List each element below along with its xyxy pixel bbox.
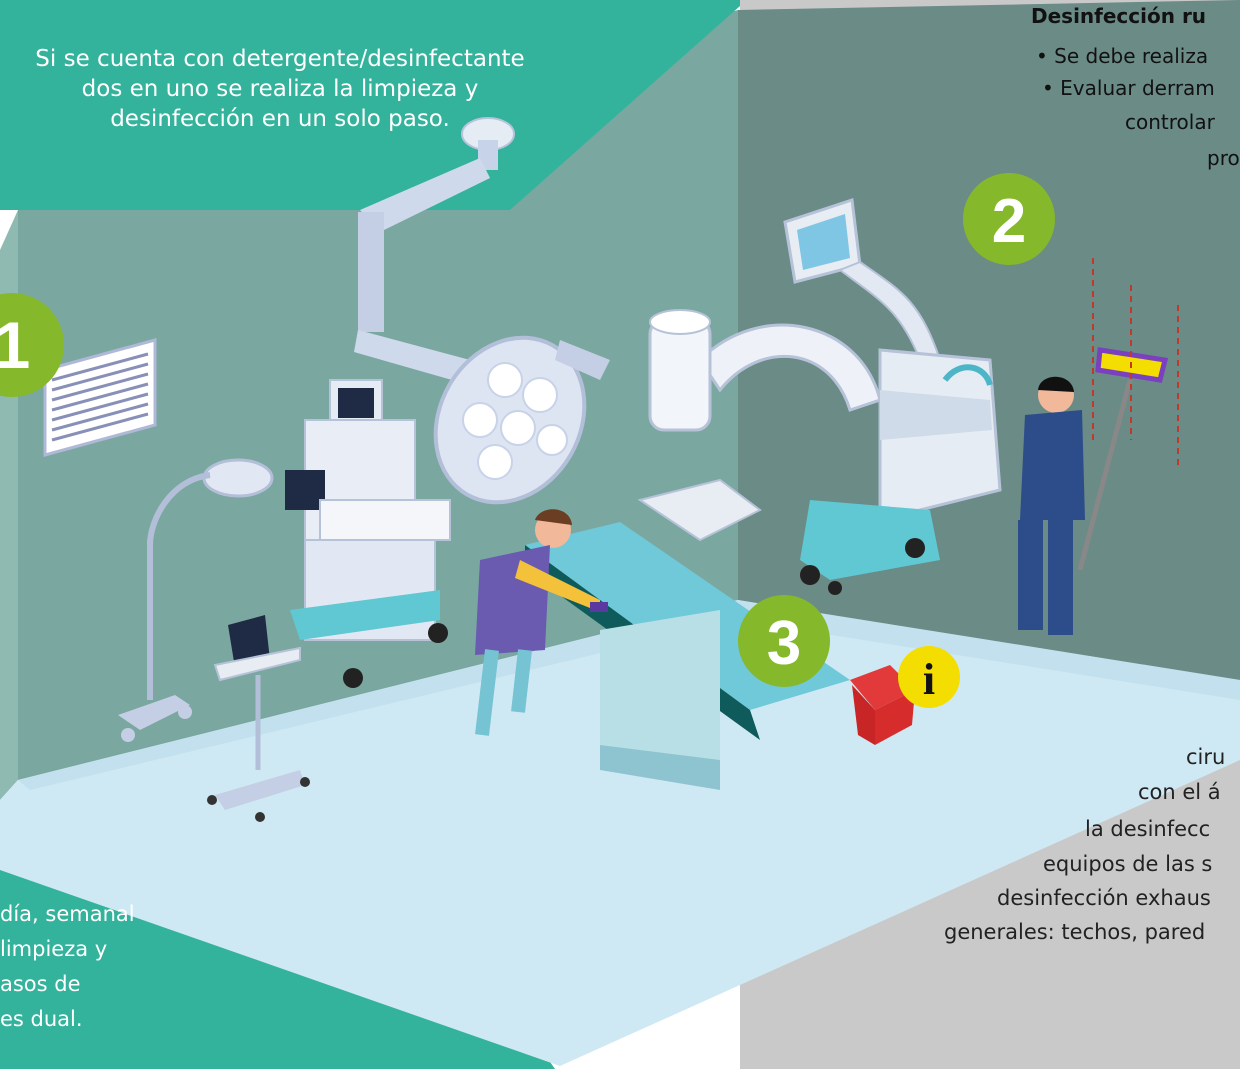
callout-line: • Se debe realiza <box>1036 44 1209 68</box>
step-1-marker <box>0 293 64 397</box>
air-vent-grille <box>43 338 157 457</box>
callout-line: es dual. <box>0 1007 83 1031</box>
step-3-marker <box>738 595 830 687</box>
info-badge <box>898 646 960 708</box>
c-arm-xray-machine <box>637 309 1002 595</box>
callout-line: generales: techos, pared <box>944 920 1206 944</box>
callout-line: Si se cuenta con detergente/desinfectant… <box>35 46 525 72</box>
callout-line: controlar <box>1125 110 1215 134</box>
surgical-ceiling-lamp <box>354 117 610 505</box>
step-1-number: 1 <box>0 308 30 382</box>
top-left-teal-panel <box>0 0 740 210</box>
info-letter: i <box>923 655 935 704</box>
top-left-callout: Si se cuenta con detergente/desinfectant… <box>0 44 560 134</box>
cleaning-worker-wiping <box>475 509 608 736</box>
cleaning-worker-mopping <box>1018 258 1179 635</box>
callout-line: limpieza y <box>0 937 108 961</box>
routine-disinfection-title: Desinfección ru <box>1031 4 1207 28</box>
callout-line: dos en uno se realiza la limpieza y <box>81 76 479 102</box>
callout-line: la desinfecc <box>1085 817 1211 841</box>
callout-line: desinfección en un solo paso. <box>110 106 450 132</box>
callout-line: • Evaluar derram <box>1042 76 1215 100</box>
waste-bin <box>850 665 915 745</box>
step-2-marker <box>963 173 1055 265</box>
anesthesia-machine <box>285 379 451 688</box>
floor-exam-lamp <box>118 458 274 742</box>
callout-line: ciru <box>1186 745 1226 769</box>
laptop-cart <box>207 615 310 822</box>
callout-line: equipos de las s <box>1043 852 1213 876</box>
step-3-number: 3 <box>767 609 801 678</box>
callout-line: desinfección exhaus <box>997 886 1211 910</box>
step-2-number: 2 <box>992 187 1026 256</box>
callout-line: asos de <box>0 972 81 996</box>
callout-line: pro <box>1207 146 1240 170</box>
callout-line: día, semanal <box>0 902 135 926</box>
callout-line: con el á <box>1138 780 1221 804</box>
